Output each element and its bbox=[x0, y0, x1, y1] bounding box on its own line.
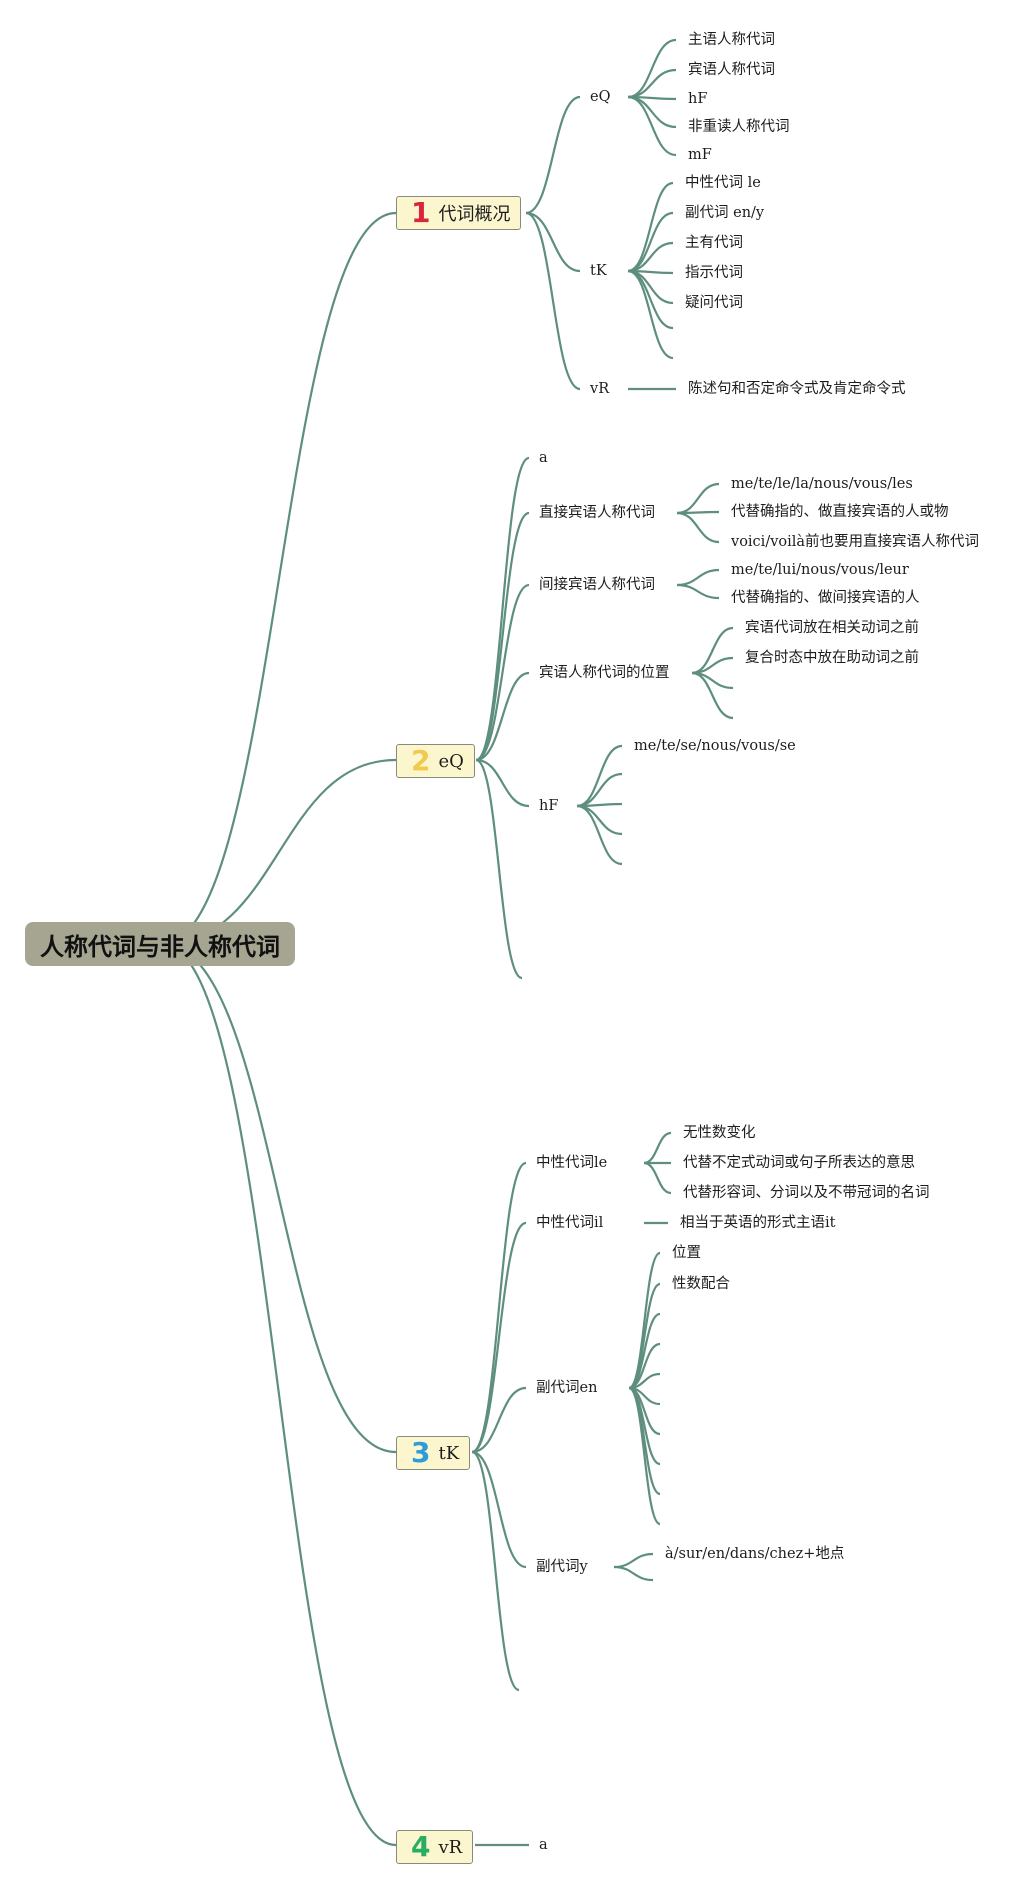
leaf-connector bbox=[627, 38, 677, 99]
leaf-label[interactable]: 代替确指的、做直接宾语的人或物 bbox=[731, 504, 949, 520]
topic-label: tK bbox=[438, 1442, 460, 1464]
subtopic-label[interactable]: a bbox=[539, 450, 548, 466]
leaf-label[interactable]: à/sur/en/dans/chez+地点 bbox=[665, 1546, 845, 1562]
leaf-label[interactable]: 陈述句和否定命令式及肯定命令式 bbox=[688, 381, 906, 397]
subtopic-label[interactable]: 中性代词il bbox=[536, 1215, 604, 1231]
subtopic-connector bbox=[471, 1221, 527, 1454]
root-topic-label: 人称代词与非人称代词 bbox=[40, 932, 280, 961]
leaf-connector bbox=[676, 511, 720, 544]
leaf-connector bbox=[627, 95, 677, 157]
root-connector bbox=[161, 211, 397, 946]
subtopic-connector bbox=[475, 583, 530, 762]
subtopic-connector bbox=[471, 1450, 520, 1692]
leaf-connector bbox=[676, 583, 720, 600]
subtopic-label[interactable]: vR bbox=[590, 381, 610, 397]
leaf-label[interactable]: 相当于英语的形式主语it bbox=[680, 1215, 836, 1231]
subtopic-connector bbox=[471, 1386, 527, 1454]
subtopic-label[interactable]: 直接宾语人称代词 bbox=[539, 505, 655, 521]
topic-label: 代词概况 bbox=[438, 204, 511, 225]
root-connector bbox=[161, 942, 397, 1847]
leaf-connector bbox=[643, 1161, 672, 1195]
leaf-connector bbox=[613, 1552, 654, 1569]
leaf-label[interactable]: me/te/se/nous/vous/se bbox=[634, 738, 796, 754]
leaf-label[interactable]: 宾语代词放在相关动词之前 bbox=[745, 620, 919, 636]
subtopic-label[interactable]: tK bbox=[590, 263, 607, 279]
subtopic-label[interactable]: 中性代词le bbox=[536, 1155, 608, 1171]
topic-number-1: 1 bbox=[411, 196, 431, 229]
leaf-label[interactable]: 代替形容词、分词以及不带冠词的名词 bbox=[683, 1185, 930, 1201]
leaf-connector bbox=[627, 269, 674, 330]
subtopic-connector bbox=[475, 671, 530, 762]
root-topic[interactable]: 人称代词与非人称代词 bbox=[25, 922, 295, 966]
main-topic-2[interactable]: 2 eQ bbox=[396, 744, 475, 778]
leaf-label[interactable]: 宾语人称代词 bbox=[688, 62, 775, 78]
leaf-connector bbox=[627, 211, 674, 273]
subtopic-connector bbox=[475, 758, 523, 980]
leaf-label[interactable]: 疑问代词 bbox=[685, 295, 743, 311]
leaf-connector bbox=[676, 482, 720, 515]
leaf-connector bbox=[628, 1386, 661, 1526]
subtopic-connector bbox=[475, 511, 530, 762]
subtopic-label[interactable]: 副代词y bbox=[536, 1559, 588, 1575]
subtopic-connector bbox=[475, 758, 530, 808]
main-topic-1[interactable]: 1 代词概况 bbox=[396, 196, 522, 230]
leaf-label[interactable]: mF bbox=[688, 147, 712, 163]
leaf-label[interactable]: me/te/lui/nous/vous/leur bbox=[731, 562, 909, 578]
leaf-label[interactable]: 副代词 en/y bbox=[685, 205, 765, 221]
leaf-connector bbox=[691, 671, 734, 720]
leaf-label[interactable]: 位置 bbox=[672, 1245, 701, 1261]
subtopic-connector bbox=[471, 1161, 527, 1454]
subtopic-label[interactable]: 宾语人称代词的位置 bbox=[539, 665, 670, 681]
leaf-label[interactable]: 代替确指的、做间接宾语的人 bbox=[731, 590, 920, 606]
leaf-label[interactable]: 代替不定式动词或句子所表达的意思 bbox=[683, 1155, 915, 1171]
subtopic-label[interactable]: a bbox=[539, 1837, 548, 1853]
subtopic-label[interactable]: eQ bbox=[590, 89, 611, 105]
subtopic-label[interactable]: 间接宾语人称代词 bbox=[539, 577, 655, 593]
subtopic-connector bbox=[525, 211, 581, 391]
leaf-connector bbox=[613, 1565, 654, 1582]
leaf-label[interactable]: 复合时态中放在助动词之前 bbox=[745, 650, 919, 666]
leaf-label[interactable]: 性数配合 bbox=[672, 1276, 730, 1292]
leaf-connector bbox=[676, 568, 720, 587]
subtopic-label[interactable]: 副代词en bbox=[536, 1380, 598, 1396]
topic-label: vR bbox=[438, 1836, 463, 1858]
leaf-connector bbox=[627, 68, 677, 99]
leaf-connector bbox=[576, 804, 623, 836]
topic-number-3: 3 bbox=[411, 1436, 431, 1469]
topic-number-2: 2 bbox=[411, 744, 431, 777]
leaf-label[interactable]: me/te/le/la/nous/vous/les bbox=[731, 476, 913, 492]
main-topic-3[interactable]: 3 tK bbox=[396, 1436, 471, 1470]
leaf-label[interactable]: 中性代词 le bbox=[685, 175, 761, 191]
leaf-label[interactable]: hF bbox=[688, 91, 708, 107]
root-connector bbox=[161, 942, 397, 1454]
leaf-label[interactable]: 无性数变化 bbox=[683, 1125, 756, 1141]
leaf-connector bbox=[627, 181, 674, 273]
subtopic-connector bbox=[471, 1450, 527, 1569]
topic-label: eQ bbox=[438, 750, 464, 772]
leaf-label[interactable]: voici/voilà前也要用直接宾语人称代词 bbox=[731, 534, 980, 550]
leaf-connector bbox=[576, 804, 623, 866]
leaf-connector bbox=[676, 510, 720, 515]
subtopic-label[interactable]: hF bbox=[539, 798, 559, 814]
leaf-connector bbox=[627, 269, 674, 360]
leaf-label[interactable]: 指示代词 bbox=[685, 265, 743, 281]
leaf-connector bbox=[628, 1282, 661, 1390]
leaf-label[interactable]: 主语人称代词 bbox=[688, 32, 775, 48]
subtopic-connector bbox=[525, 95, 581, 215]
main-topic-4[interactable]: 4 vR bbox=[396, 1830, 474, 1864]
leaf-label[interactable]: 主有代词 bbox=[685, 235, 743, 251]
leaf-connector bbox=[643, 1131, 672, 1165]
subtopic-connector bbox=[525, 211, 581, 273]
topic-number-4: 4 bbox=[411, 1830, 431, 1863]
leaf-connector bbox=[627, 95, 677, 129]
leaf-label[interactable]: 非重读人称代词 bbox=[688, 119, 790, 135]
